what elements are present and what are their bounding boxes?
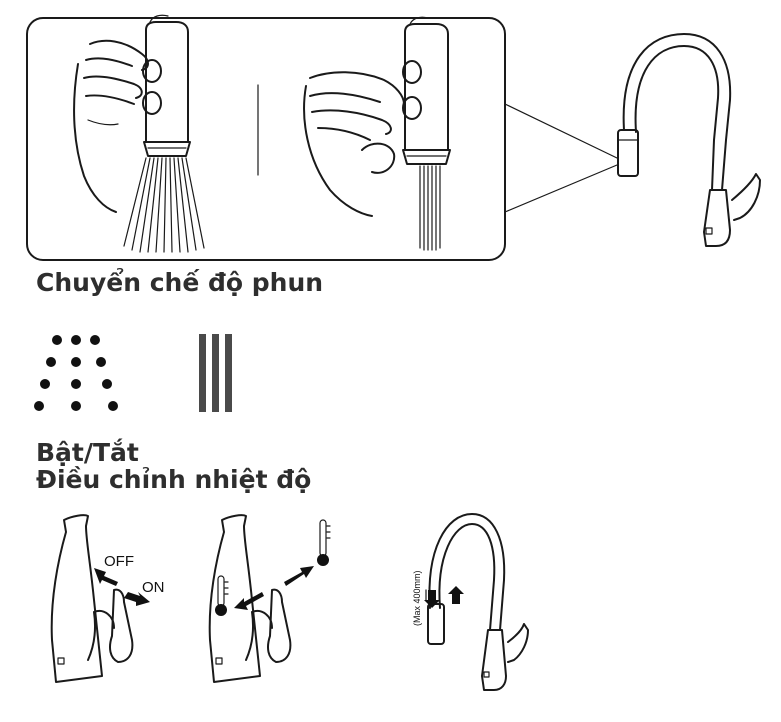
off-label: OFF <box>104 553 134 570</box>
temperature-heading: Điều chỉnh nhiệt độ <box>36 465 312 494</box>
callout-line-bottom <box>504 164 618 213</box>
on-off-heading: Bật/Tắt <box>36 438 139 467</box>
on-label: ON <box>142 579 165 596</box>
spray-head-left <box>73 14 205 253</box>
spray-mode-heading: Chuyển chế độ phun <box>36 268 324 297</box>
detail-frame <box>26 17 506 261</box>
callout-line-top <box>504 103 618 159</box>
spray-head-right <box>303 16 451 251</box>
thermometer-icon-hot <box>317 519 331 566</box>
thermometer-icon-cold <box>215 575 229 616</box>
max-length-label: (Max 400mm) <box>412 570 422 626</box>
